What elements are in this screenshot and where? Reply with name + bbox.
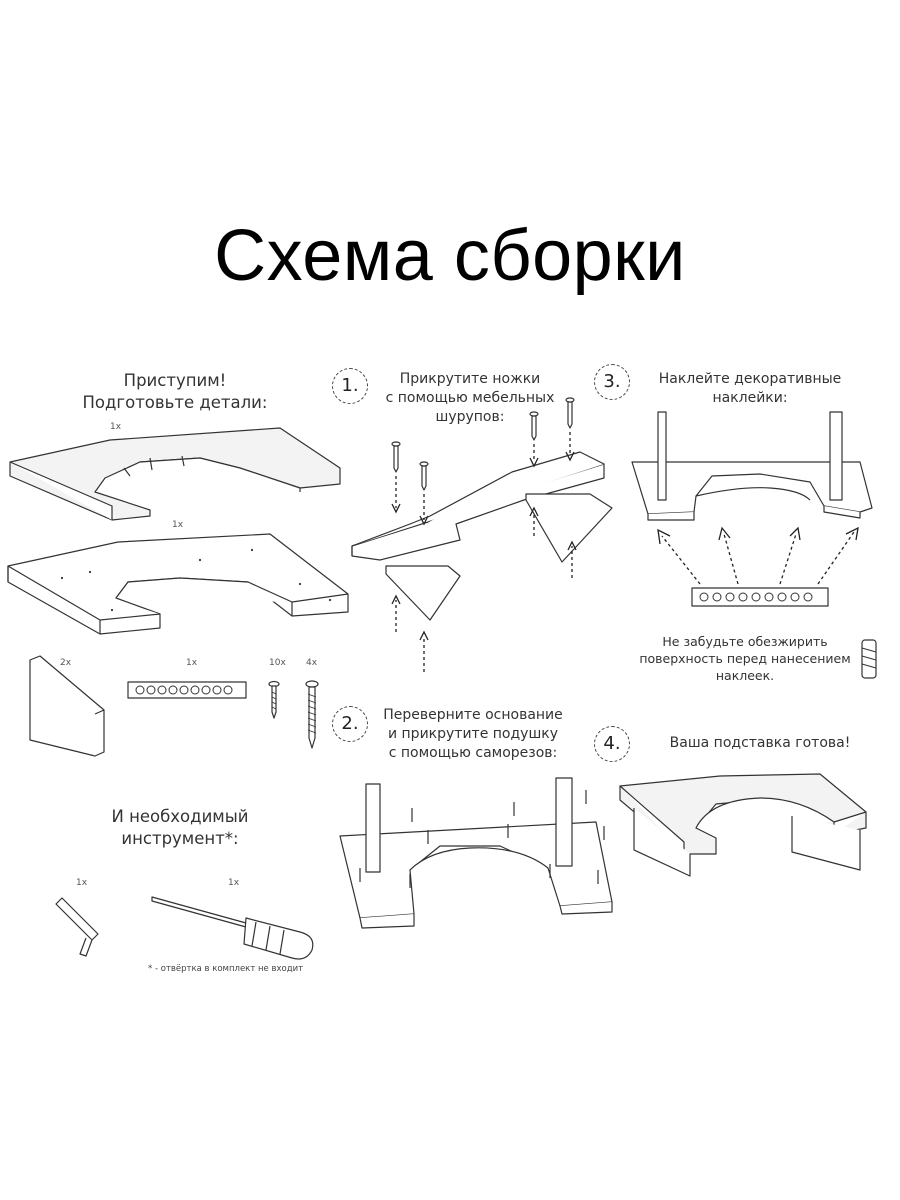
step2-number: 2.: [332, 706, 368, 742]
step4-text: Ваша подставка готова!: [669, 735, 851, 751]
screwdriver-icon: [151, 896, 314, 960]
reminder-text: Не забудьте обезжирить поверхность перед…: [628, 634, 862, 685]
cleaner-bottle-icon: [861, 639, 877, 679]
hex-key-icon: [55, 897, 99, 957]
step3-line-1: Наклейте декоративные: [658, 371, 842, 387]
step2-text: Переверните основание и прикрутите подуш…: [368, 706, 578, 763]
step1-number: 1.: [332, 368, 368, 404]
tools-heading: И необходимый инструмент*:: [70, 806, 290, 851]
step1-text: Прикрутите ножки с помощью мебельных шур…: [370, 370, 570, 427]
prep-line-2: Подготовьте детали:: [82, 393, 268, 413]
step2-illustration: [339, 777, 613, 929]
prep-heading: Приступим! Подготовьте детали:: [60, 370, 290, 415]
reminder-line-3: наклеек.: [715, 667, 775, 683]
step3-illustration: [631, 411, 873, 607]
screwdriver-qty: 1x: [228, 878, 240, 888]
cushion-part: [9, 427, 341, 521]
step3-number: 3.: [594, 364, 630, 400]
self-tapping-qty: 4x: [306, 658, 318, 668]
base-top-qty: 1x: [110, 422, 122, 432]
page-title: Схема сборки: [214, 216, 686, 296]
step3-line-2: наклейки:: [712, 389, 788, 406]
furniture-screws-qty: 10x: [269, 658, 286, 668]
sticker-qty: 1x: [186, 658, 198, 668]
tools-line-1: И необходимый: [111, 807, 249, 826]
tools-footnote: * - отвёртка в комплект не входит: [148, 964, 304, 974]
tools-line-2: инструмент*:: [121, 829, 239, 849]
step2-line-2: и прикрутите подушку: [387, 725, 559, 742]
hex-key-qty: 1x: [76, 878, 88, 888]
step1-line-3: шурупов:: [435, 408, 505, 425]
leg-part: [29, 655, 105, 757]
step3-text: Наклейте декоративные наклейки:: [640, 370, 860, 408]
step4-illustration: [619, 773, 867, 877]
step4-number: 4.: [594, 726, 630, 762]
legs-qty: 2x: [60, 658, 72, 668]
base-plate-part: [7, 533, 349, 635]
step2-line-1: Переверните основание: [383, 707, 563, 723]
self-tapping-screw-part: [305, 680, 319, 749]
sticker-strip-part: [127, 681, 247, 699]
step1-line-1: Прикрутите ножки: [399, 371, 541, 387]
reminder-line-2: поверхность перед нанесением: [639, 650, 851, 666]
reminder-line-1: Не забудьте обезжирить: [662, 634, 828, 649]
furniture-screw-part: [268, 680, 280, 719]
step1-illustration: [351, 397, 613, 672]
step2-line-3: с помощью саморезов:: [388, 744, 558, 761]
step1-line-2: с помощью мебельных: [385, 389, 555, 406]
prep-line-1: Приступим!: [123, 371, 227, 390]
base-bottom-qty: 1x: [172, 520, 184, 530]
